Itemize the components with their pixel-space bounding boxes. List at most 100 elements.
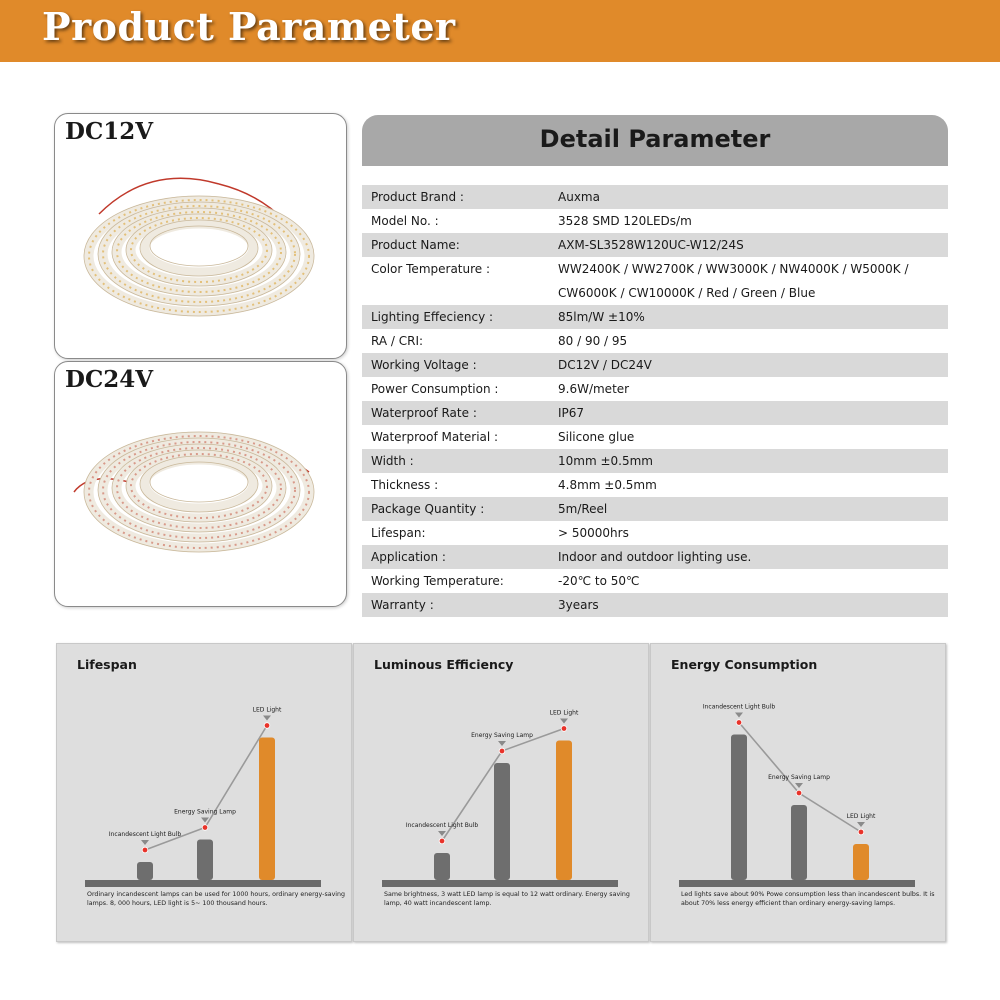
parameter-value: AXM-SL3528W120UC-W12/24S: [558, 238, 744, 252]
voltage-label: DC24V: [65, 366, 154, 393]
chart-baseline: [679, 880, 915, 887]
parameter-key: Working Voltage :: [371, 358, 477, 372]
energy-consumption-panel: Energy Consumption Incandescent Light Bu…: [650, 643, 946, 942]
parameter-key: Color Temperature :: [371, 262, 491, 276]
pointer-icon: [201, 817, 209, 823]
bar-label: Energy Saving Lamp: [768, 774, 830, 781]
parameter-key: RA / CRI:: [371, 334, 424, 348]
comparison-bar: [494, 763, 510, 880]
parameter-row: Color Temperature :WW2400K / WW2700K / W…: [362, 257, 948, 305]
parameter-value: 80 / 90 / 95: [558, 334, 628, 348]
parameter-key: Lighting Effeciency :: [371, 310, 494, 324]
comparison-bar: [853, 844, 869, 880]
pointer-icon: [735, 712, 743, 718]
parameter-row: Thickness : 4.8mm ±0.5mm: [362, 473, 948, 497]
parameter-row: Package Quantity : 5m/Reel: [362, 497, 948, 521]
pointer-icon: [263, 715, 271, 721]
parameter-key: Working Temperature:: [371, 574, 504, 588]
pointer-icon: [498, 741, 506, 746]
parameter-value: 3years: [558, 598, 599, 612]
product-image-card-dc12v: DC12V: [54, 113, 347, 359]
parameter-row: Waterproof Rate : IP67: [362, 401, 948, 425]
parameter-key: Waterproof Rate :: [371, 406, 477, 420]
parameter-row: Power Consumption : 9.6W/meter: [362, 377, 948, 401]
parameter-value: 4.8mm ±0.5mm: [558, 478, 657, 492]
data-point: [201, 824, 209, 831]
parameter-value: 5m/Reel: [558, 502, 608, 516]
parameter-key: Waterproof Material :: [371, 430, 499, 444]
bar-label: Incandescent Light Bulb: [109, 831, 181, 838]
chart-baseline: [382, 880, 618, 887]
parameter-value: Silicone glue: [558, 430, 635, 444]
bar-label: LED Light: [253, 707, 282, 714]
parameter-row: Model No. : 3528 SMD 120LEDs/m: [362, 209, 948, 233]
parameter-value: 3528 SMD 120LEDs/m: [558, 214, 692, 228]
pointer-icon: [795, 783, 803, 788]
pointer-icon: [438, 831, 446, 836]
comparison-bar: [197, 839, 213, 880]
parameter-row: Working Temperature:-20℃ to 50℃: [362, 569, 948, 593]
comparison-bar: [791, 805, 807, 880]
bar-label: Energy Saving Lamp: [174, 809, 236, 816]
parameter-row: RA / CRI: 80 / 90 / 95: [362, 329, 948, 353]
led-strip-reel-image: [83, 177, 315, 317]
pointer-icon: [857, 822, 865, 827]
comparison-bar: [731, 734, 747, 880]
parameter-key: Power Consumption :: [371, 382, 499, 396]
parameter-row: Lighting Effeciency : 85lm/W ±10%: [362, 305, 948, 329]
detail-parameter-header: Detail Parameter: [362, 115, 948, 166]
parameter-value: 9.6W/meter: [558, 382, 630, 396]
header-banner: Product Parameter: [0, 0, 1000, 62]
parameter-row: Application :Indoor and outdoor lighting…: [362, 545, 948, 569]
parameter-value: > 50000hrs: [558, 526, 629, 540]
product-image-card-dc24v: DC24V: [54, 361, 347, 607]
parameter-value: 10mm ±0.5mm: [558, 454, 653, 468]
detail-parameter-title: Detail Parameter: [539, 125, 771, 153]
panel-description: Same brightness, 3 watt LED lamp is equa…: [384, 891, 630, 907]
parameter-key: Package Quantity :: [371, 502, 485, 516]
parameter-value: IP67: [558, 406, 585, 420]
comparison-bar: [434, 853, 450, 880]
panel-description: Led lights save about 90% Powe consumpti…: [681, 891, 935, 907]
bar-label: LED Light: [550, 710, 579, 717]
data-point: [263, 722, 271, 729]
comparison-bar: [556, 740, 572, 880]
pointer-icon: [560, 718, 568, 724]
data-point: [141, 846, 149, 854]
parameter-key: Thickness :: [371, 478, 439, 492]
panel-title: Energy Consumption: [671, 657, 818, 672]
parameter-key: Model No. :: [371, 214, 439, 228]
comparison-bar: [137, 862, 153, 880]
data-point: [795, 789, 803, 797]
parameter-row: Waterproof Material : Silicone glue: [362, 425, 948, 449]
chart-baseline: [85, 880, 321, 887]
luminous-efficiency-comparison-chart: Incandescent Light Bulb Energy Saving Lam…: [382, 710, 618, 887]
data-point: [857, 828, 865, 836]
parameter-value: DC12V / DC24V: [558, 358, 652, 372]
parameter-row: Warranty :3years: [362, 593, 948, 617]
parameter-row: Width : 10mm ±0.5mm: [362, 449, 948, 473]
parameter-value: 85lm/W ±10%: [558, 310, 645, 324]
parameter-row: Lifespan: > 50000hrs: [362, 521, 948, 545]
bar-label: Incandescent Light Bulb: [406, 822, 478, 829]
data-point: [498, 747, 506, 755]
parameter-key: Lifespan:: [371, 526, 426, 540]
data-point: [560, 725, 568, 732]
bar-label: Energy Saving Lamp: [471, 732, 533, 739]
pointer-icon: [141, 840, 149, 845]
parameter-key: Product Brand :: [371, 190, 464, 204]
lifespan-comparison-chart: Incandescent Light Bulb Energy Saving Lam…: [85, 707, 321, 887]
panel-description: Ordinary incandescent lamps can be used …: [87, 891, 346, 907]
parameter-key: Product Name:: [371, 238, 460, 252]
parameter-row: Product Brand : Auxma: [362, 185, 948, 209]
led-strip-reel-image: [73, 431, 315, 553]
parameter-key: Width :: [371, 454, 414, 468]
data-point: [735, 719, 743, 726]
panel-title: Lifespan: [77, 657, 137, 672]
parameter-value: Auxma: [558, 190, 600, 204]
data-point: [438, 837, 446, 845]
comparison-bar: [259, 737, 275, 880]
panel-title: Luminous Efficiency: [374, 657, 514, 672]
